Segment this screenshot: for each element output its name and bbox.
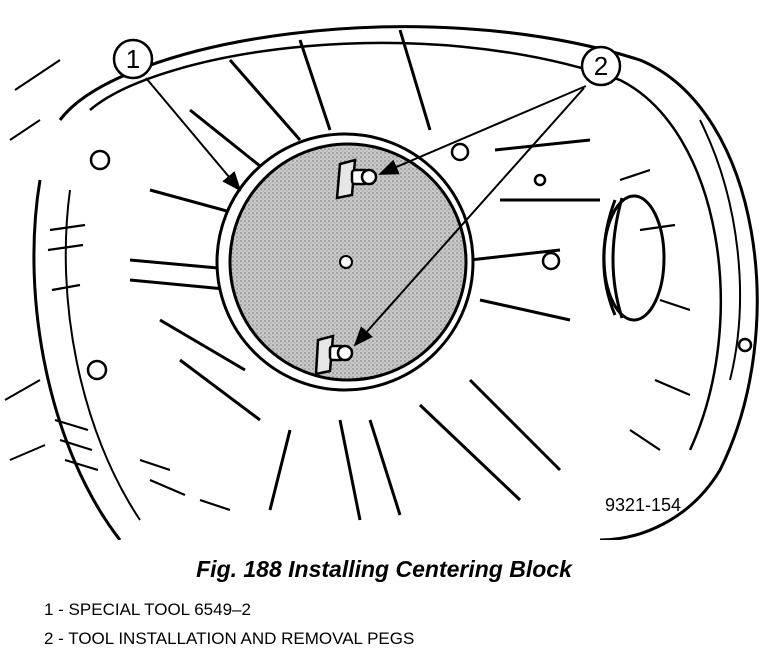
figure-id-code: 9321-154 bbox=[605, 495, 681, 515]
figure-title: Fig. 188 Installing Centering Block bbox=[196, 556, 572, 582]
callout-2: 2 bbox=[353, 45, 622, 347]
center-hole bbox=[339, 255, 353, 269]
callout-1: 1 bbox=[112, 38, 242, 192]
housing-bolt-holes bbox=[86, 142, 753, 381]
seal-plug bbox=[602, 194, 666, 322]
callout-2-label: 2 bbox=[594, 51, 608, 81]
legend-item-2: 2 - TOOL INSTALLATION AND REMOVAL PEGS bbox=[44, 629, 415, 648]
peg-lower bbox=[314, 334, 354, 376]
transmission-illustration: 1 2 9321-154 bbox=[4, 25, 759, 540]
peg-upper bbox=[335, 158, 378, 200]
legend-item-1: 1 - SPECIAL TOOL 6549–2 bbox=[44, 600, 251, 619]
callout-1-label: 1 bbox=[126, 44, 140, 74]
housing-ribs bbox=[129, 29, 600, 521]
housing-hatching bbox=[47, 168, 691, 512]
housing-outline bbox=[4, 25, 759, 540]
